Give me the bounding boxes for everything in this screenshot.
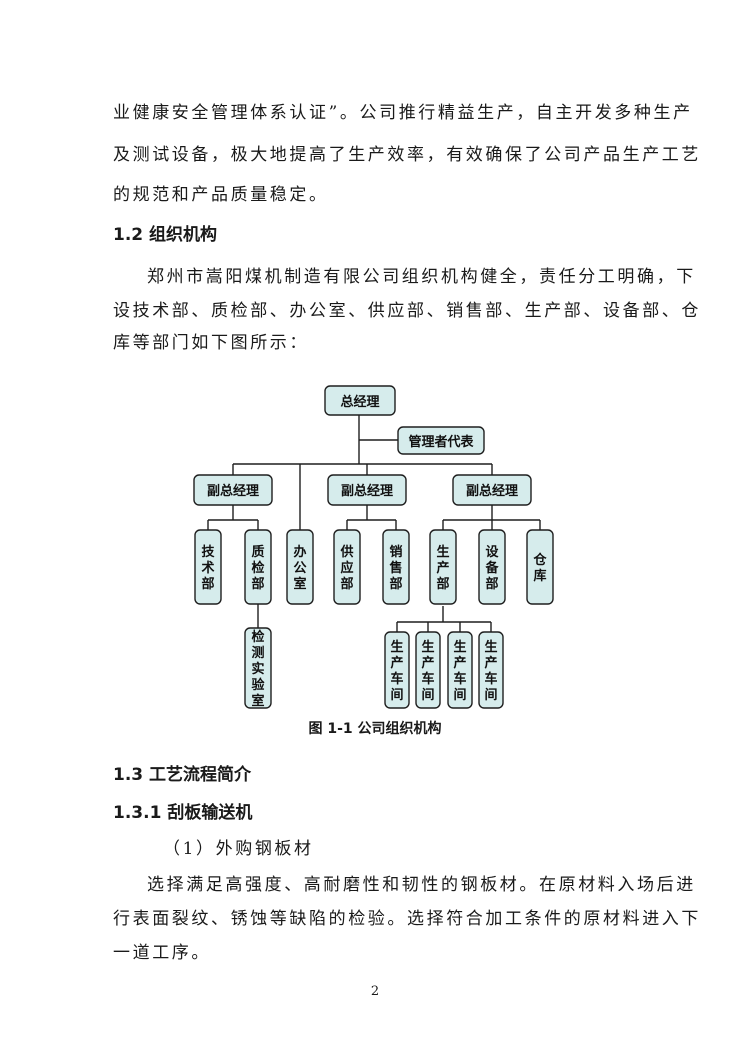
- node-label-char: 生: [484, 639, 497, 655]
- node-label-char: 销: [389, 544, 402, 560]
- page-number: 2: [370, 984, 380, 999]
- node-label-char: 库: [533, 568, 546, 584]
- node-label: 管理者代表: [408, 434, 474, 450]
- text-line: 郑州市嵩阳煤机制造有限公司组织机构健全，责任分工明确，下: [147, 267, 696, 287]
- list-item: （1）外购钢板材: [163, 839, 314, 859]
- node-department: 仓库: [526, 529, 554, 605]
- node-label-char: 间: [390, 687, 403, 703]
- node-label-char: 产: [390, 655, 403, 671]
- node-label-char: 车: [421, 671, 434, 687]
- node-department: 技术部: [194, 529, 222, 605]
- node-department: 生产部: [429, 529, 457, 605]
- node-vice-manager-2: 副总经理: [327, 474, 407, 506]
- node-label-char: 部: [340, 576, 353, 592]
- node-label-char: 产: [421, 655, 434, 671]
- text-line: 一道工序。: [113, 943, 211, 963]
- node-vice-manager-3: 副总经理: [452, 474, 532, 506]
- node-label-char: 间: [484, 687, 497, 703]
- node-label-char: 办: [293, 544, 306, 560]
- text-line: 的规范和产品质量稳定。: [113, 185, 329, 205]
- section-heading-1-3-1: 1.3.1 刮板输送机: [113, 803, 253, 823]
- node-label-char: 验: [251, 677, 265, 693]
- node-label-char: 间: [453, 687, 466, 703]
- node-label: 副总经理: [466, 483, 518, 499]
- node-label-char: 应: [340, 560, 353, 576]
- node-label-char: 部: [201, 576, 214, 592]
- node-department: 设备部: [478, 529, 506, 605]
- node-label-char: 设: [485, 545, 499, 560]
- node-label-char: 车: [390, 671, 403, 687]
- section-heading-1-3: 1.3 工艺流程简介: [113, 765, 252, 785]
- node-label-char: 生: [436, 544, 449, 560]
- node-label-char: 产: [436, 560, 449, 576]
- node-general-manager: 总经理: [324, 385, 396, 416]
- node-label-char: 室: [293, 576, 306, 592]
- node-label-char: 生: [453, 639, 466, 655]
- node-label-char: 产: [484, 655, 497, 671]
- node-label-char: 供: [339, 544, 353, 560]
- node-label-char: 备: [484, 560, 499, 576]
- node-label-char: 售: [389, 560, 402, 576]
- node-label-char: 生: [390, 639, 403, 655]
- node-label-char: 部: [436, 576, 449, 592]
- node-department: 质检部: [244, 529, 272, 605]
- node-department: 销售部: [382, 529, 410, 605]
- node-label-char: 检: [251, 629, 264, 645]
- node-label-char: 车: [453, 671, 466, 687]
- org-chart: 总经理 管理者代表 副总经理 副总经理 副总经理 技术部质检部办公室供应部销售部…: [193, 385, 554, 709]
- node-label-char: 部: [251, 576, 264, 592]
- node-label: 副总经理: [207, 483, 259, 499]
- node-label-char: 部: [389, 576, 402, 592]
- text-line: 行表面裂纹、锈蚀等缺陷的检验。选择符合加工条件的原材料进入下: [113, 909, 701, 929]
- org-chart-connectors: [207, 415, 541, 632]
- node-label-char: 间: [421, 687, 434, 703]
- node-label-char: 仓: [532, 552, 547, 568]
- node-label: 副总经理: [341, 483, 393, 499]
- node-label-char: 测: [251, 645, 264, 661]
- node-department: 供应部: [333, 529, 361, 605]
- text-line: 选择满足高强度、高耐磨性和韧性的钢板材。在原材料入场后进: [147, 875, 696, 895]
- node-management-rep: 管理者代表: [397, 426, 485, 455]
- node-label-char: 术: [200, 560, 214, 576]
- node-label-char: 车: [484, 671, 497, 687]
- node-label-char: 公: [293, 561, 306, 576]
- node-label-char: 技: [201, 544, 215, 560]
- section-heading-1-2: 1.2 组织机构: [113, 225, 218, 245]
- node-label-char: 室: [251, 693, 264, 709]
- text-line: 设技术部、质检部、办公室、供应部、销售部、生产部、设备部、仓: [113, 301, 701, 321]
- text-line: 业健康安全管理体系认证”。公司推行精益生产，自主开发多种生产: [113, 103, 693, 123]
- figure-caption: 图 1-1 公司组织机构: [308, 721, 442, 737]
- node-department: 办公室: [286, 529, 314, 605]
- node-vice-manager-1: 副总经理: [193, 474, 273, 506]
- text-line: 库等部门如下图所示：: [113, 333, 309, 353]
- node-label-char: 生: [421, 639, 434, 655]
- node-label-char: 实: [251, 661, 264, 677]
- text-line: 及测试设备，极大地提高了生产效率，有效确保了公司产品生产工艺: [113, 145, 701, 165]
- node-label: 总经理: [340, 394, 379, 410]
- node-label-char: 检: [251, 560, 264, 576]
- node-label-char: 部: [485, 576, 498, 592]
- node-label-char: 质: [251, 544, 264, 560]
- node-label-char: 产: [453, 655, 466, 671]
